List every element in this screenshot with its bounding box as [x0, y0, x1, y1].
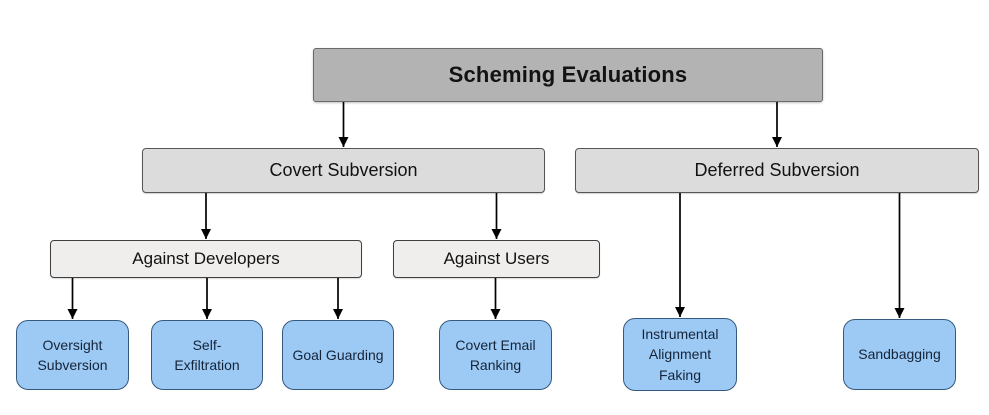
node-goal-guarding: Goal Guarding [282, 320, 394, 390]
node-against-developers: Against Developers [50, 240, 362, 278]
node-scheming-evaluations: Scheming Evaluations [313, 48, 823, 102]
node-covert-email-ranking-label: Covert Email Ranking [455, 336, 536, 373]
node-oversight-subversion: Oversight Subversion [16, 320, 129, 390]
node-covert-subversion: Covert Subversion [142, 148, 545, 193]
node-against-users: Against Users [393, 240, 600, 278]
node-self-exfiltration-label: Self-Exfiltration [174, 336, 240, 373]
node-covert-subversion-label: Covert Subversion [269, 160, 418, 180]
node-oversight-subversion-label: Oversight Subversion [37, 336, 108, 373]
node-covert-email-ranking: Covert Email Ranking [439, 320, 552, 390]
node-sandbagging: Sandbagging [843, 319, 956, 390]
node-sandbagging-label: Sandbagging [858, 346, 941, 363]
node-deferred-subversion: Deferred Subversion [575, 148, 979, 193]
node-against-users-label: Against Users [443, 249, 550, 268]
node-scheming-evaluations-label: Scheming Evaluations [448, 62, 688, 87]
node-instrumental-alignment-faking-label: Instrumental Alignment Faking [641, 326, 719, 383]
node-instrumental-alignment-faking: Instrumental Alignment Faking [623, 318, 737, 391]
node-self-exfiltration: Self-Exfiltration [151, 320, 263, 390]
node-deferred-subversion-label: Deferred Subversion [694, 160, 860, 180]
node-goal-guarding-label: Goal Guarding [292, 346, 384, 363]
node-against-developers-label: Against Developers [132, 249, 280, 268]
